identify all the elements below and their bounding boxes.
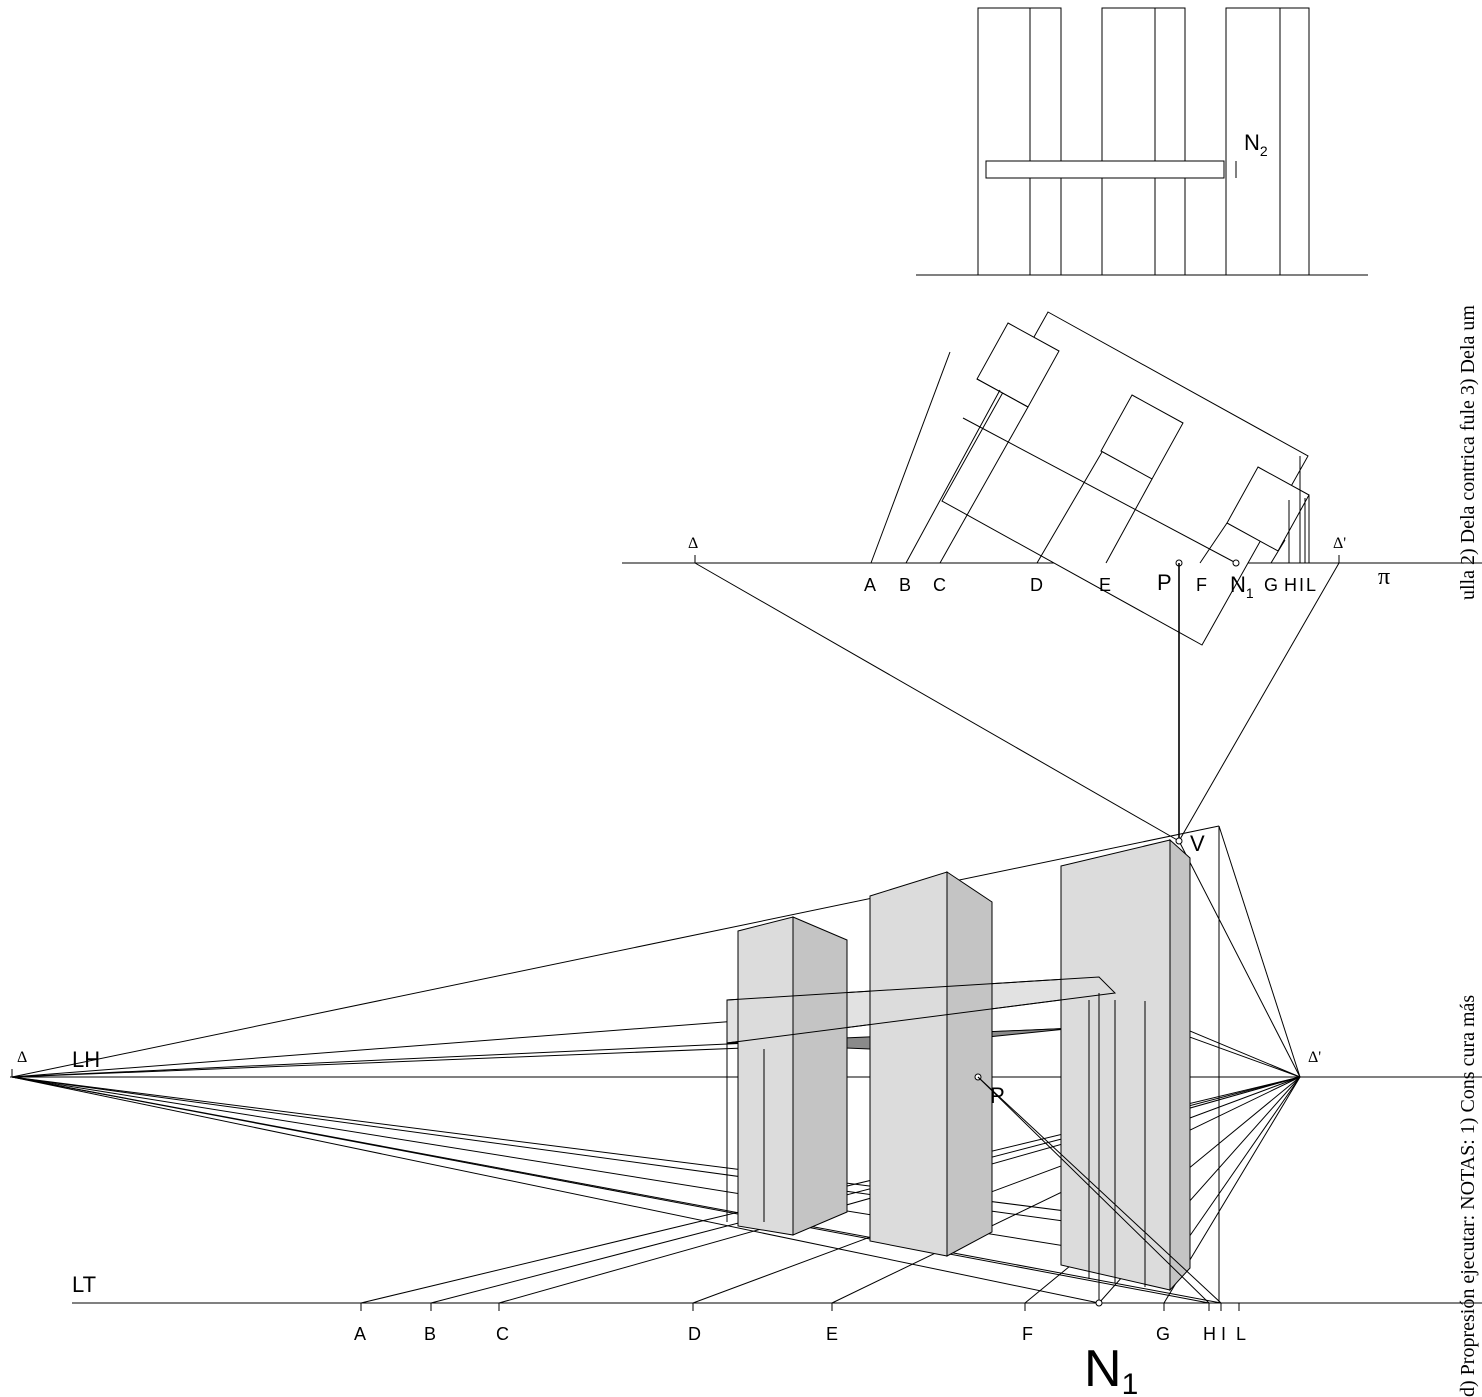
perspective-view: LH LT Δ Δ' [10,825,1482,1397]
plan-point-A: A [864,575,876,595]
n2-label: N2 [1244,130,1268,159]
plan-point-L: L [1306,575,1316,595]
persp-point-L: L [1236,1324,1246,1344]
plan-point-I: I [1299,575,1304,595]
plan-point-G: G [1264,575,1278,595]
persp-n1-label: N1 [1084,1340,1138,1397]
persp-point-G: G [1156,1324,1170,1344]
persp-point-D: D [688,1324,701,1344]
persp-point-F: F [1022,1324,1033,1344]
plan-n1-label: N1 [1230,572,1254,601]
persp-point-E: E [826,1324,838,1344]
v-label: V [1190,831,1205,856]
margin-text-bottom: d) Propresión ejecutar: NOTAS: 1) Cons c… [1457,995,1479,1397]
plan-point-H: H [1284,575,1297,595]
column-1-front [737,916,794,1236]
persp-point-B: B [424,1324,436,1344]
persp-point-A: A [354,1324,366,1344]
column-3-side [1169,838,1191,1292]
persp-delta-label: Δ [17,1049,27,1066]
plan-view: Δ Δ' P N1 π A B C D E F G H I L [622,311,1482,646]
plan-point-F: F [1196,575,1207,595]
construction-lines [694,562,1340,1078]
plan-p-label: P [1157,570,1172,595]
persp-p-label: P [990,1083,1005,1108]
persp-point-C: C [496,1324,509,1344]
persp-point-H: H [1203,1324,1216,1344]
column-2-front [869,871,948,1257]
lt-label: LT [72,1272,96,1297]
plan-point-B: B [899,575,911,595]
elevation-view: N2 [916,7,1368,276]
persp-point-I: I [1221,1324,1226,1344]
plan-point-C: C [933,575,946,595]
margin-text: ulla 2) Dela contrica fule 3) Dela um d)… [1457,305,1479,1397]
margin-text-top: ulla 2) Dela contrica fule 3) Dela um [1457,305,1479,600]
column-2-side [946,871,993,1257]
plan-point-E: E [1099,575,1111,595]
plan-delta-prime-label: Δ' [1333,535,1346,552]
plan-delta-label: Δ [688,535,698,552]
column-1-side [792,916,848,1236]
plan-point-D: D [1030,575,1043,595]
persp-delta-prime-label: Δ' [1308,1049,1321,1066]
plan-pi-label: π [1378,564,1390,590]
